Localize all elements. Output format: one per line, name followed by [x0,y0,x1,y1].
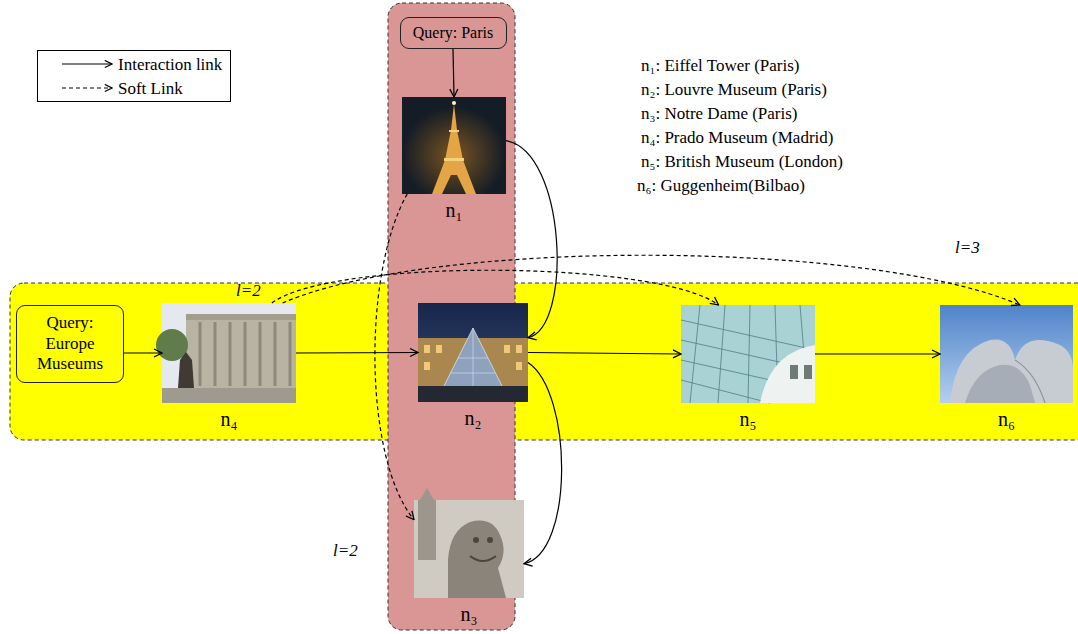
caption-label: n₅: British Museum (London) [641,152,843,172]
eiffel-photo [402,97,506,194]
caption-label: n₃: Notre Dame (Paris) [641,104,798,124]
node-label: n₃ [461,603,478,625]
interaction-link [524,362,562,563]
british-museum-photo [681,305,815,403]
legend-dashed-arrow [62,87,112,88]
interaction-link [506,141,557,338]
legend-text: Soft Link [118,79,183,99]
image-node: n₆ [940,305,1073,403]
image-node: n₄ [162,303,296,403]
interaction-link [296,352,418,354]
node-label: n₂ [465,407,482,429]
node-label: n₄ [221,408,238,430]
image-node: n₁ [402,97,506,194]
image-node: n₅ [681,305,815,403]
link-length-label: l=2 [333,541,358,561]
louvre-photo [418,303,528,402]
interaction-link [815,353,940,354]
yellow-band [10,283,1078,440]
soft-link [375,194,414,520]
legend-text: Interaction link [118,55,222,75]
query-box: Query: Paris [400,17,507,49]
caption-label: n₂: Louvre Museum (Paris) [641,80,827,100]
caption-label: n₁: Eiffel Tower (Paris) [641,56,800,76]
link-length-label: l=3 [955,238,980,258]
notre-dame-photo [414,488,524,598]
image-node: n₂ [418,303,528,402]
image-node: n₃ [414,500,524,598]
query-text: Query: Europe Museums [28,313,112,374]
guggenheim-photo [940,305,1073,403]
node-label: n₆ [998,408,1015,430]
link-length-label: l=2 [236,281,261,301]
legend-box: Interaction linkSoft Link [37,50,231,102]
interaction-link [528,353,681,355]
soft-link [283,255,1020,305]
node-label: n₅ [740,408,757,430]
node-label: n₁ [446,199,463,221]
query-text: Query: Paris [413,23,493,42]
caption-label: n₄: Prado Museum (Madrid) [641,128,833,148]
soft-link [272,270,719,305]
query-box: Query: Europe Museums [16,305,124,383]
legend-solid-arrow [62,63,112,64]
interaction-link [124,352,162,353]
interaction-link [453,49,454,97]
prado-photo [156,303,296,403]
caption-label: n₆: Guggenheim(Bilbao) [637,176,805,196]
